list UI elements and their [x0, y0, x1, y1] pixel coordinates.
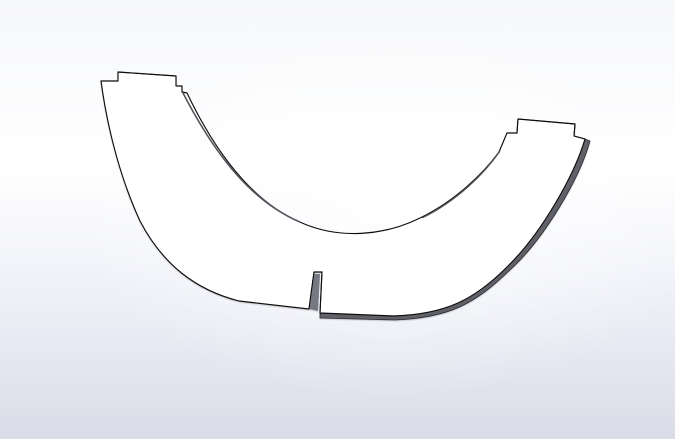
right-inner-thickness — [421, 150, 501, 219]
left-tab-detail — [117, 71, 183, 92]
right-tab-detail — [507, 118, 586, 140]
center-slot-shadow — [309, 274, 320, 311]
curved-sheet-part[interactable] — [100, 71, 591, 321]
part-face[interactable] — [100, 71, 586, 317]
center-slot-edge — [308, 271, 323, 314]
left-inner-thickness — [182, 92, 301, 223]
